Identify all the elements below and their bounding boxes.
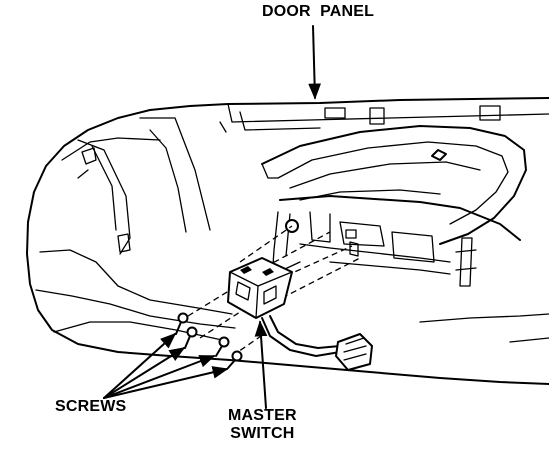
door-panel-label: DOOR PANEL [262,3,375,20]
master-switch-label: MASTER SWITCH [228,407,297,443]
left-speaker-opening [77,129,187,255]
master-switch-label-line2: SWITCH [230,425,295,442]
panel-top-edge [219,103,549,133]
master-switch-leader [254,320,268,409]
door-panel-leader [308,25,321,100]
wiring-harness [261,315,373,371]
screws-leaders [103,332,229,399]
screws-label: SCREWS [55,398,127,415]
door-panel-outline [26,97,549,385]
switch-recess [271,195,521,287]
screw-1 [175,312,189,335]
screw-2 [184,326,198,349]
screw-4 [227,350,243,369]
screw-3 [215,336,230,357]
armrest-handle [261,125,527,245]
master-switch-unit [227,257,293,319]
master-switch-label-line1: MASTER [228,407,297,424]
